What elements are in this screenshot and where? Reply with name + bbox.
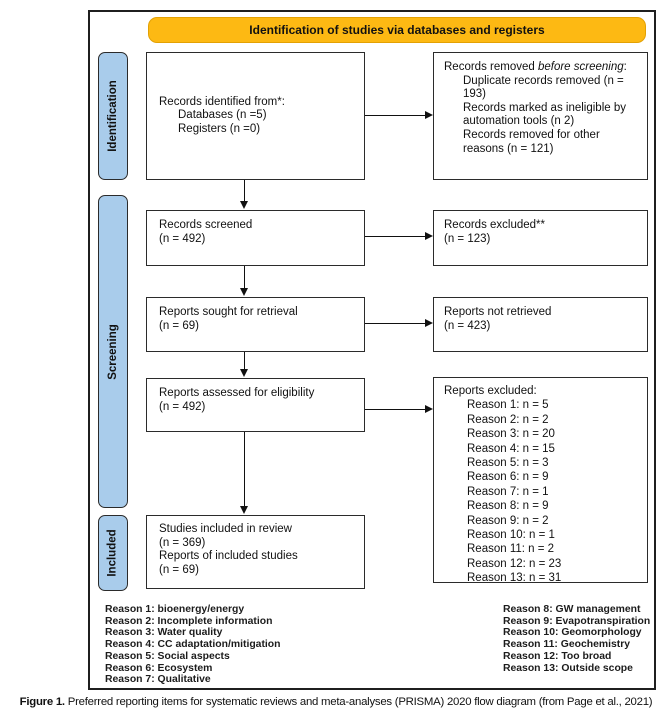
reports-assessed-line1: Reports assessed for eligibility	[159, 387, 315, 399]
legend-reason-1: Reason 1: bioenergy/energy	[105, 604, 245, 615]
stage-screening-label: Screening	[107, 323, 120, 380]
legend-reason-13: Reason 13: Outside scope	[503, 662, 633, 674]
box-reports-sought: Reports sought for retrieval (n = 69)	[146, 297, 365, 352]
arrow-screened-to-excluded	[365, 231, 433, 240]
records-identified-registers: Registers (n =0)	[178, 122, 261, 135]
reason-count-9: Reason 9: n = 2	[467, 514, 549, 527]
arrow-assessed-to-included	[239, 432, 248, 514]
legend-reason-11: Reason 11: Geochemistry	[503, 639, 631, 651]
reports-not-retrieved-count: (n = 423)	[444, 319, 491, 332]
studies-included-line1: Studies included in review	[159, 523, 292, 535]
reason-count-3: Reason 3: n = 20	[467, 428, 555, 441]
reports-included-line: Reports of included studies	[159, 550, 298, 563]
records-removed-automation: Records marked as ineligible by automati…	[463, 101, 626, 128]
legend-reason-8: Reason 8: GW management	[503, 604, 641, 615]
reason-count-6: Reason 6: n = 9	[467, 471, 549, 484]
records-screened-line1: Records screened	[159, 219, 253, 231]
reason-count-1: Reason 1: n = 5	[467, 399, 549, 412]
box-studies-included: Studies included in review (n = 369) Rep…	[146, 515, 365, 589]
legend-reason-7: Reason 7: Qualitative	[105, 674, 211, 686]
legend-reason-6: Reason 6: Ecosystem	[105, 662, 213, 674]
studies-included-count: (n = 369)	[159, 536, 206, 549]
arrow-identified-to-removed	[365, 110, 433, 119]
box-reports-excluded: Reports excluded: Reason 1: n = 5 Reason…	[433, 377, 648, 585]
stage-included-label: Included	[107, 529, 119, 577]
legend-reasons-right: Reason 8: GW management Reason 9: Evapot…	[503, 604, 655, 674]
box-records-excluded: Records excluded** (n = 123)	[433, 210, 648, 266]
legend-reason-10: Reason 10: Geomorphology	[503, 627, 642, 639]
reports-sought-line1: Reports sought for retrieval	[159, 306, 298, 318]
stage-included: Included	[98, 515, 128, 591]
reason-count-4: Reason 4: n = 15	[467, 442, 555, 455]
reports-included-count: (n = 69)	[159, 563, 199, 576]
stage-identification: Identification	[98, 52, 128, 180]
box-reports-not-retrieved: Reports not retrieved (n = 423)	[433, 297, 648, 352]
records-removed-duplicates: Duplicate records removed (n = 193)	[463, 74, 624, 101]
stage-identification-label: Identification	[107, 80, 119, 152]
reports-excluded-title: Reports excluded:	[444, 385, 537, 397]
reports-assessed-count: (n = 492)	[159, 400, 206, 413]
box-records-removed: Records removed before screening: Duplic…	[433, 52, 648, 180]
reason-count-7: Reason 7: n = 1	[467, 485, 549, 498]
legend-reason-5: Reason 5: Social aspects	[105, 650, 230, 662]
stage-screening: Screening	[98, 195, 128, 508]
box-records-identified: Records identified from*: Databases (n =…	[146, 52, 365, 180]
records-screened-count: (n = 492)	[159, 232, 206, 245]
legend-reason-2: Reason 2: Incomplete information	[105, 615, 273, 627]
records-identified-title: Records identified from*:	[159, 95, 285, 108]
reports-not-retrieved-line1: Reports not retrieved	[444, 306, 552, 318]
records-excluded-count: (n = 123)	[444, 232, 491, 245]
reason-count-12: Reason 12: n = 23	[467, 557, 562, 570]
box-reports-assessed: Reports assessed for eligibility (n = 49…	[146, 378, 365, 432]
figure-caption: Figure 1. Preferred reporting items for …	[2, 696, 670, 708]
records-removed-other: Records removed for other reasons (n = 1…	[463, 128, 600, 155]
arrow-assessed-to-reports-excluded	[365, 404, 433, 413]
records-excluded-line1: Records excluded**	[444, 219, 546, 231]
box-records-screened: Records screened (n = 492)	[146, 210, 365, 266]
legend-reason-12: Reason 12: Too broad	[503, 650, 612, 662]
reason-count-8: Reason 8: n = 9	[467, 500, 549, 513]
banner-title: Identification of studies via databases …	[249, 23, 545, 37]
figure-caption-label: Figure 1.	[19, 696, 65, 708]
legend-reason-3: Reason 3: Water quality	[105, 627, 223, 639]
records-identified-databases: Databases (n =5)	[178, 109, 267, 122]
arrow-identified-to-screened	[239, 180, 248, 209]
arrow-screened-to-sought	[239, 266, 248, 296]
legend-reasons-left: Reason 1: bioenergy/energy Reason 2: Inc…	[105, 604, 405, 686]
reason-count-2: Reason 2: n = 2	[467, 413, 549, 426]
reason-count-10: Reason 10: n = 1	[467, 529, 555, 542]
reason-count-11: Reason 11: n = 2	[467, 543, 555, 556]
arrow-sought-to-assessed	[239, 352, 248, 377]
legend-reason-9: Reason 9: Evapotranspiration	[503, 615, 651, 627]
legend-reason-4: Reason 4: CC adaptation/mitigation	[105, 639, 281, 651]
reason-count-5: Reason 5: n = 3	[467, 457, 549, 470]
reports-sought-count: (n = 69)	[159, 319, 199, 332]
reason-count-13: Reason 13: n = 31	[467, 572, 562, 585]
figure-caption-text: Preferred reporting items for systematic…	[64, 696, 653, 708]
banner-identification-of-studies: Identification of studies via databases …	[148, 17, 646, 43]
records-removed-title: Records removed before screening:	[444, 61, 627, 73]
arrow-sought-to-not-retrieved	[365, 318, 433, 327]
